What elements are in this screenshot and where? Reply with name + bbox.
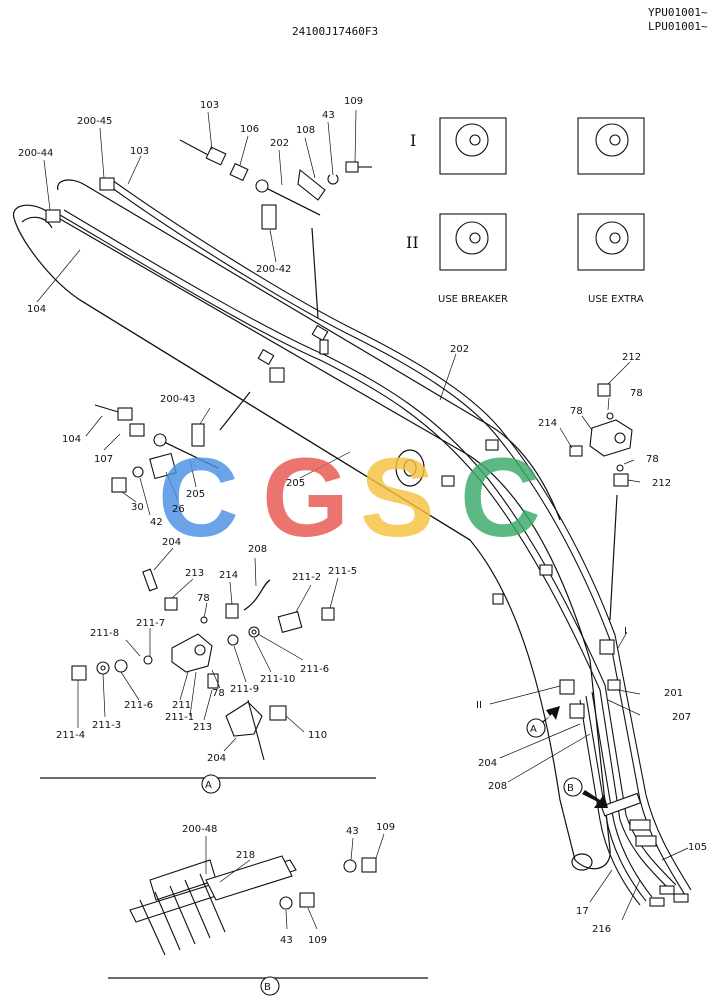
- callout-I: I: [624, 626, 627, 637]
- callout-201: 201: [664, 688, 683, 699]
- callout-104b: 104: [62, 434, 81, 445]
- callout-43c: 43: [280, 935, 293, 946]
- callout-211-5: 211-5: [328, 566, 357, 577]
- callout-103: 103: [200, 100, 219, 111]
- middle-left-parts: [94, 404, 219, 493]
- callout-208b: 208: [488, 781, 507, 792]
- callout-216: 216: [592, 924, 611, 935]
- callout-213b: 213: [193, 722, 212, 733]
- watermark: C G S C: [158, 435, 541, 560]
- callout-212b: 212: [652, 478, 671, 489]
- callout-211-6b: 211-6: [124, 700, 153, 711]
- mode-symbols: [439, 117, 645, 271]
- callout-78c: 78: [646, 454, 659, 465]
- use-extra-label: USE EXTRA: [588, 294, 644, 305]
- callout-204b: 204: [207, 753, 226, 764]
- mode-2-label: II: [406, 233, 419, 252]
- boom-pipes: [59, 179, 692, 906]
- callout-205: 205: [186, 489, 205, 500]
- pipe-clamps: [45, 177, 689, 907]
- callout-106: 106: [240, 124, 259, 135]
- callout-211-2: 211-2: [292, 572, 321, 583]
- boom-marker-a-label: A: [530, 724, 537, 735]
- callout-211-9: 211-9: [230, 684, 259, 695]
- section-b-label: B: [264, 982, 271, 993]
- callout-78: 78: [630, 388, 643, 399]
- callout-110: 110: [308, 730, 327, 741]
- callout-202: 202: [270, 138, 289, 149]
- callout-218: 218: [236, 850, 255, 861]
- right-valve-block: [569, 383, 633, 487]
- callout-109c: 109: [308, 935, 327, 946]
- callout-200-44: 200-44: [18, 148, 53, 159]
- callout-208: 208: [248, 544, 267, 555]
- callout-II: II: [476, 700, 482, 711]
- callout-17: 17: [576, 906, 589, 917]
- use-breaker-label: USE BREAKER: [438, 294, 508, 305]
- callout-labels: 103 106 202 108 43 109 200-42 200-45 103…: [18, 96, 707, 946]
- callout-200-48: 200-48: [182, 824, 217, 835]
- callout-108: 108: [296, 125, 315, 136]
- watermark-letter-c1: C: [158, 435, 239, 560]
- callout-211-8: 211-8: [90, 628, 119, 639]
- boom-marker-b-label: B: [567, 783, 574, 794]
- callout-207: 207: [672, 712, 691, 723]
- serial-range-1: YPU01001~: [648, 6, 708, 19]
- callout-109: 109: [344, 96, 363, 107]
- detail-b-parts: [108, 855, 428, 996]
- callout-200-45: 200-45: [77, 116, 112, 127]
- callout-211-6: 211-6: [300, 664, 329, 675]
- callout-202b: 202: [450, 344, 469, 355]
- watermark-letter-s: S: [360, 435, 435, 560]
- callout-103b: 103: [130, 146, 149, 157]
- callout-107: 107: [94, 454, 113, 465]
- pointer-line-2: [219, 391, 251, 431]
- callout-205b: 205: [286, 478, 305, 489]
- callout-211-7: 211-7: [136, 618, 165, 629]
- callout-43: 43: [322, 110, 335, 121]
- callout-211-3: 211-3: [92, 720, 121, 731]
- callout-211: 211: [172, 700, 191, 711]
- callout-200-42: 200-42: [256, 264, 291, 275]
- callout-104: 104: [27, 304, 46, 315]
- callout-212: 212: [622, 352, 641, 363]
- mode-1-label: I: [410, 131, 416, 150]
- watermark-letter-c2: C: [460, 435, 541, 560]
- callout-214b: 214: [219, 570, 238, 581]
- pointer-line-1: [311, 227, 319, 319]
- callout-78e: 78: [212, 688, 225, 699]
- callout-78b: 78: [570, 406, 583, 417]
- callout-42: 42: [150, 517, 163, 528]
- top-exploded-parts: [179, 139, 372, 230]
- serial-range-2: LPU01001~: [648, 20, 708, 33]
- callout-105: 105: [688, 842, 707, 853]
- callout-204: 204: [162, 537, 181, 548]
- arrow-b-icon: [582, 790, 608, 808]
- callout-200-43: 200-43: [160, 394, 195, 405]
- callout-214: 214: [538, 418, 557, 429]
- callout-211-1: 211-1: [165, 712, 194, 723]
- section-a-label: A: [205, 780, 212, 791]
- callout-30: 30: [131, 502, 144, 513]
- callout-213: 213: [185, 568, 204, 579]
- callout-211-10: 211-10: [260, 674, 295, 685]
- callout-78d: 78: [197, 593, 210, 604]
- callout-109b: 109: [376, 822, 395, 833]
- detail-a-parts: [40, 568, 376, 794]
- watermark-letter-g: G: [262, 435, 349, 560]
- pointer-line-3: [609, 494, 618, 621]
- part-code: 24100J17460F3: [292, 25, 378, 38]
- boom-marker-b: [563, 777, 583, 797]
- leader-lines: [36, 109, 689, 930]
- callout-26: 26: [172, 504, 185, 515]
- callout-211-4: 211-4: [56, 730, 85, 741]
- callout-204c: 204: [478, 758, 497, 769]
- callout-43b: 43: [346, 826, 359, 837]
- boom-marker-a: [526, 718, 546, 738]
